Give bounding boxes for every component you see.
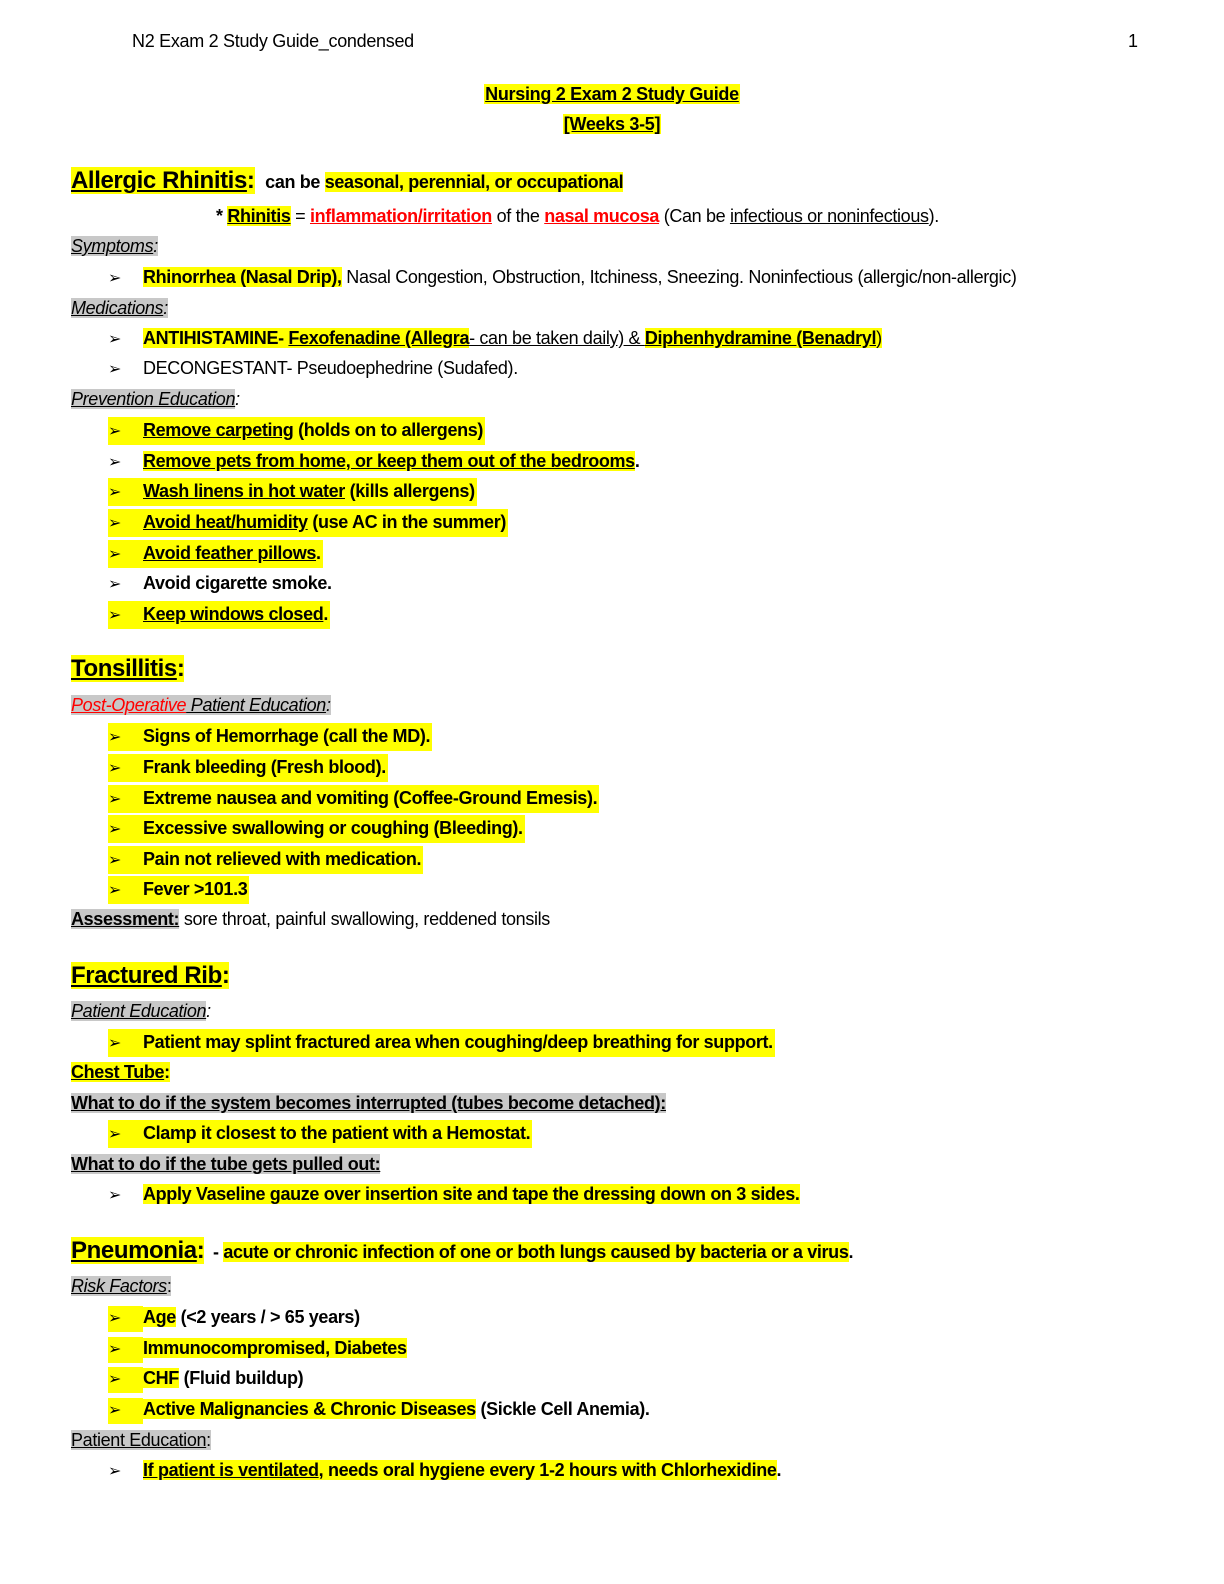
running-header-title: N2 Exam 2 Study Guide_condensed [132, 31, 414, 51]
list-item-risk: ➢Active Malignancies & Chronic Diseases … [108, 1396, 650, 1424]
arrow-bullet-icon: ➢ [108, 607, 122, 624]
arrow-bullet-icon: ➢ [108, 821, 122, 838]
arrow-bullet-icon: ➢ [108, 852, 122, 869]
list-item-interrupted: ➢Clamp it closest to the patient with a … [108, 1120, 533, 1148]
list-item-prevention: ➢Wash linens in hot water (kills allerge… [108, 478, 477, 506]
arrow-bullet-icon: ➢ [108, 1187, 122, 1204]
subheading-system-interrupted: What to do if the system becomes interru… [71, 1093, 666, 1113]
list-item-medication: ➢DECONGESTANT- Pseudoephedrine (Sudafed)… [108, 355, 518, 383]
arrow-bullet-icon: ➢ [108, 1463, 122, 1480]
arrow-bullet-icon: ➢ [108, 791, 122, 808]
arrow-bullet-icon: ➢ [108, 760, 122, 777]
arrow-bullet-icon: ➢ [108, 1398, 143, 1424]
list-item-prevention: ➢Avoid heat/humidity (use AC in the summ… [108, 509, 509, 537]
arrow-bullet-icon: ➢ [108, 882, 122, 899]
arrow-bullet-icon: ➢ [108, 1126, 122, 1143]
arrow-bullet-icon: ➢ [108, 1035, 122, 1052]
list-item-symptom: ➢Rhinorrhea (Nasal Drip), Nasal Congesti… [108, 264, 1017, 292]
document-subtitle: [Weeks 3-5] [562, 114, 662, 134]
subheading-symptoms: Symptoms: [71, 236, 158, 256]
arrow-bullet-icon: ➢ [108, 484, 122, 501]
list-item-prevention: ➢Remove pets from home, or keep them out… [108, 448, 640, 476]
list-item-postop: ➢Pain not relieved with medication. [108, 846, 424, 874]
subheading-postop-education: Post-Operative Patient Education: [71, 695, 331, 715]
list-item-postop: ➢Excessive swallowing or coughing (Bleed… [108, 815, 525, 843]
list-item-prevention: ➢Remove carpeting (holds on to allergens… [108, 417, 486, 445]
list-item-medication: ➢ANTIHISTAMINE- Fexofenadine (Allegra- c… [108, 325, 882, 353]
arrow-bullet-icon: ➢ [108, 1337, 143, 1363]
arrow-bullet-icon: ➢ [108, 576, 122, 593]
subheading-pneumonia-education: Patient Education: [71, 1430, 211, 1450]
list-item-risk: ➢Immunocompromised, Diabetes [108, 1335, 407, 1363]
list-item-postop: ➢Frank bleeding (Fresh blood). [108, 754, 388, 782]
subheading-risk-factors: Risk Factors: [71, 1276, 172, 1296]
rhinitis-definition: * Rhinitis = inflammation/irritation of … [216, 206, 939, 226]
subheading-prevention-education: Prevention Education: [71, 389, 240, 409]
list-item-postop: ➢Extreme nausea and vomiting (Coffee-Gro… [108, 785, 600, 813]
subheading-tube-pulled-out: What to do if the tube gets pulled out: [71, 1154, 381, 1174]
arrow-bullet-icon: ➢ [108, 331, 122, 348]
section-heading-tonsillitis: Tonsillitis: [71, 655, 185, 682]
arrow-bullet-icon: ➢ [108, 423, 122, 440]
subheading-patient-education: Patient Education: [71, 1001, 211, 1021]
section-heading-allergic-rhinitis: Allergic Rhinitis: can be seasonal, pere… [71, 167, 624, 194]
arrow-bullet-icon: ➢ [108, 546, 122, 563]
arrow-bullet-icon: ➢ [108, 1306, 143, 1332]
arrow-bullet-icon: ➢ [108, 454, 122, 471]
section-heading-fractured-rib: Fractured Rib: [71, 962, 230, 989]
arrow-bullet-icon: ➢ [108, 361, 122, 378]
arrow-bullet-icon: ➢ [108, 270, 122, 287]
list-item-pulled-out: ➢Apply Vaseline gauze over insertion sit… [108, 1181, 800, 1209]
arrow-bullet-icon: ➢ [108, 729, 122, 746]
list-item-prevention: ➢Keep windows closed. [108, 601, 331, 629]
list-item-risk: ➢CHF (Fluid buildup) [108, 1365, 304, 1393]
document-title: Nursing 2 Exam 2 Study Guide [484, 84, 740, 104]
list-item-prevention: ➢Avoid cigarette smoke. [108, 570, 332, 598]
assessment-line: Assessment: sore throat, painful swallow… [71, 909, 550, 929]
list-item-postop: ➢Fever >101.3 [108, 876, 250, 904]
arrow-bullet-icon: ➢ [108, 515, 122, 532]
list-item-postop: ➢Signs of Hemorrhage (call the MD). [108, 723, 433, 751]
list-item-pneumonia-education: ➢If patient is ventilated, needs oral hy… [108, 1457, 782, 1485]
page-number: 1 [1128, 31, 1139, 51]
section-heading-pneumonia: Pneumonia: - acute or chronic infection … [71, 1237, 854, 1264]
list-item-rib-education: ➢Patient may splint fractured area when … [108, 1029, 775, 1057]
list-item-prevention: ➢Avoid feather pillows. [108, 540, 323, 568]
arrow-bullet-icon: ➢ [108, 1367, 143, 1393]
list-item-risk: ➢Age (<2 years / > 65 years) [108, 1304, 360, 1332]
subheading-medications: Medications: [71, 298, 168, 318]
subheading-chest-tube: Chest Tube: [71, 1062, 170, 1082]
